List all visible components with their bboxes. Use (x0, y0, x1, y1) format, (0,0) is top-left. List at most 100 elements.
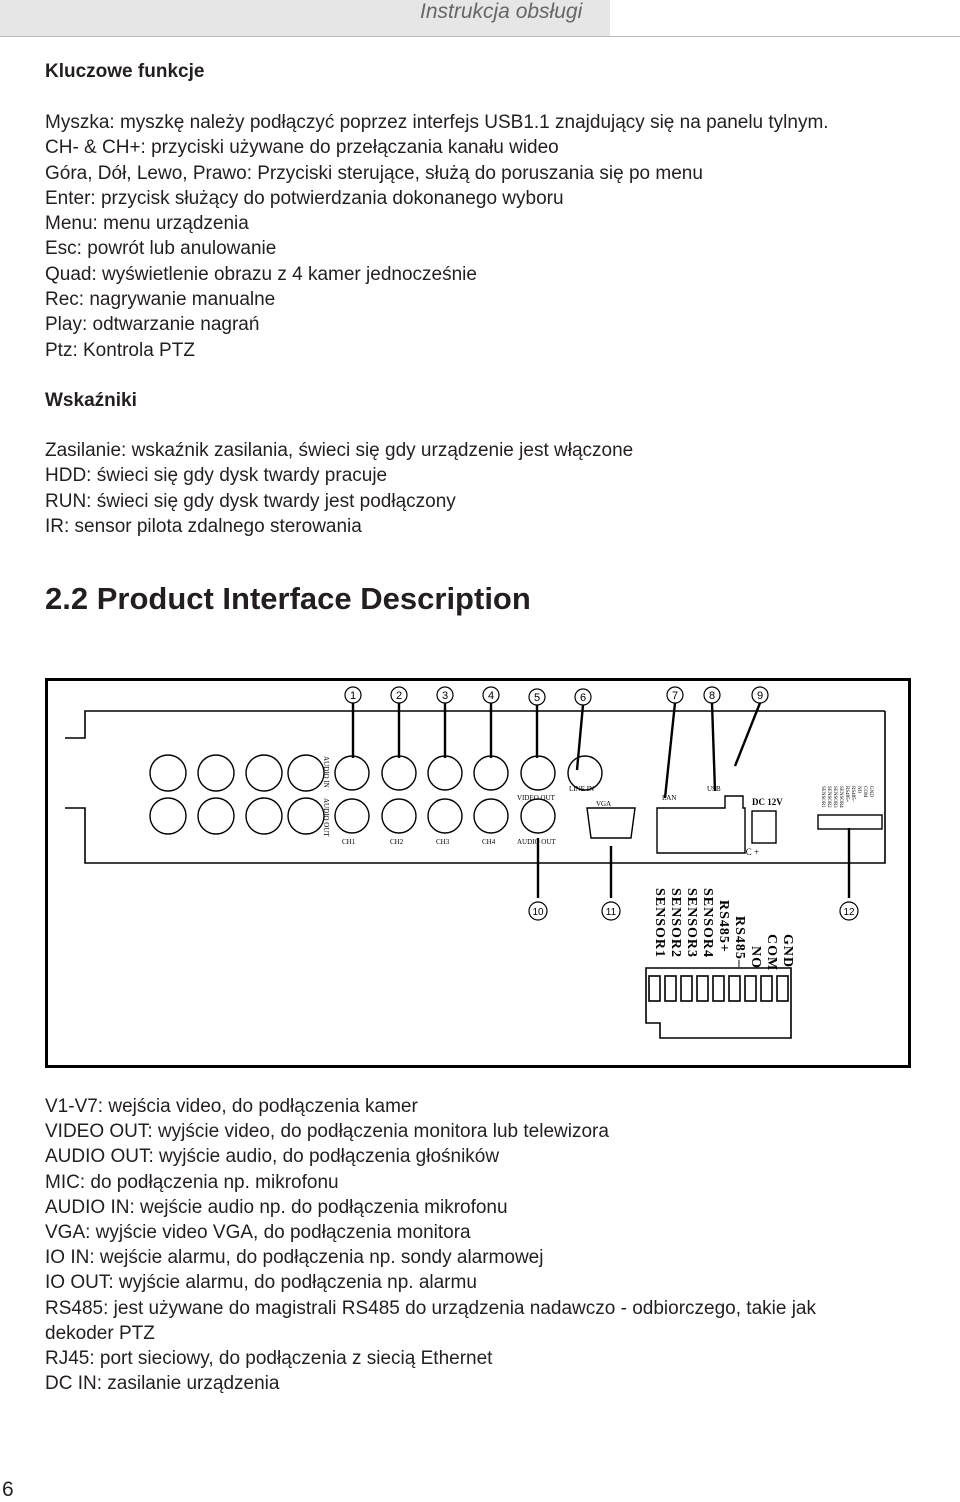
list-item: VGA: wyjście video VGA, do podłączenia m… (45, 1222, 471, 1244)
bnc-connectors (149, 754, 603, 835)
descriptions-list: V1-V7: wejścia video, do podłączenia kam… (45, 1094, 816, 1396)
callout-marker (436, 686, 454, 704)
callout-number: 4 (488, 690, 494, 702)
callout-marker (751, 686, 769, 704)
polarity-label: – C + (738, 847, 759, 857)
bnc-connector (197, 754, 235, 792)
terminal-label: RS485+ (716, 900, 731, 953)
list-item: IO IN: wejście alarmu, do podłączenia np… (45, 1247, 544, 1269)
terminal-label: GND (780, 934, 795, 968)
small-terminal-label: GND (868, 786, 873, 797)
terminal-slot (648, 975, 661, 1002)
callout-number: 5 (534, 692, 540, 704)
bnc-connector (381, 798, 417, 834)
terminal-label: SENSOR2 (668, 888, 683, 958)
list-item: AUDIO IN: wejście audio np. do podłączen… (45, 1196, 508, 1218)
callout-marker (390, 686, 408, 704)
header-rule (0, 36, 960, 37)
callout-number: 2 (396, 690, 402, 702)
audio-out-side-label: AUDIO OUT (322, 798, 330, 837)
bnc-connector (334, 798, 370, 834)
list-item: V1-V7: wejścia video, do podłączenia kam… (45, 1096, 418, 1117)
bnc-connector (427, 798, 463, 834)
list-item: dekoder PTZ (45, 1322, 155, 1344)
header-title: Instrukcja obsługi (420, 0, 583, 23)
bnc-connector (567, 755, 603, 791)
callout-marker (703, 686, 721, 704)
callout-arrows (351, 702, 851, 898)
callout-number: 11 (606, 907, 617, 918)
list-item: Myszka: myszkę należy podłączyć poprzez … (45, 112, 829, 133)
bnc-connector (520, 755, 556, 791)
list-item: RJ45: port sieciowy, do podłączenia z si… (45, 1348, 493, 1370)
callout-arrow (575, 704, 585, 771)
list-item: IO OUT: wyjście alarmu, do podłączenia n… (45, 1272, 477, 1294)
terminal-label: RS485– (732, 916, 747, 968)
list-item: HDD: świeci się gdy dysk twardy pracuje (45, 465, 388, 487)
terminal-slot (680, 975, 693, 1002)
bnc-connector (149, 754, 187, 792)
list-item: Quad: wyświetlenie obrazu z 4 kamer jedn… (45, 263, 477, 285)
list-item: RS485: jest używane do magistrali RS485 … (45, 1297, 816, 1319)
terminal-slot (744, 975, 757, 1002)
vga-port (586, 807, 636, 839)
panel-outline-bottom (65, 711, 886, 864)
terminal-block (645, 967, 792, 1039)
terminal-label: NO (748, 946, 763, 969)
bnc-connector (245, 797, 283, 835)
bnc-connector (287, 754, 325, 792)
terminal-label: COM (764, 934, 779, 971)
callout-number: 8 (709, 690, 715, 702)
small-terminal-label: RS485– (850, 786, 855, 803)
callout-marker (601, 901, 621, 921)
small-terminal-label: SENSOR4 (838, 786, 843, 808)
small-terminal-label: NO (856, 786, 861, 794)
terminal-slot (696, 975, 709, 1002)
list-item: DC IN: zasilanie urządzenia (45, 1373, 280, 1395)
terminal-slot (664, 975, 677, 1002)
list-item: IR: sensor pilota zdalnego sterowania (45, 515, 362, 537)
bnc-connector (473, 798, 509, 834)
callout-number: 10 (532, 907, 544, 918)
bnc-connector (197, 797, 235, 835)
list-item: RUN: świeci się gdy dysk twardy jest pod… (45, 490, 456, 512)
rear-panel-diagram: AUDIO IN AUDIO OUT VIDEO OUT AUDIO OUT L… (45, 678, 911, 1068)
small-terminal-label: COM (862, 786, 867, 798)
small-terminal-label: RS485+ (844, 786, 849, 803)
lan-port (656, 795, 746, 854)
callout-marker (344, 686, 362, 704)
terminal-slot (760, 975, 773, 1002)
bnc-connector (334, 755, 370, 791)
list-item: Ptz: Kontrola PTZ (45, 339, 195, 361)
list-item: Play: odtwarzanie nagrań (45, 314, 260, 336)
indicators-list: Zasilanie: wskaźnik zasilania, świeci si… (45, 438, 633, 539)
terminal-label: SENSOR4 (700, 888, 715, 958)
bnc-connector (427, 755, 463, 791)
video-out-label: VIDEO OUT (517, 794, 556, 802)
bnc-connector (520, 798, 556, 834)
callout-marker (528, 688, 546, 706)
callout-marker (666, 686, 684, 704)
terminal-slot (728, 975, 741, 1002)
terminal-label: SENSOR1 (652, 888, 667, 958)
list-item: Rec: nagrywanie manualne (45, 289, 276, 311)
terminal-slot (776, 975, 789, 1002)
channel-label: CH3 (436, 838, 450, 846)
list-item: VIDEO OUT: wyjście video, do podłączenia… (45, 1121, 609, 1143)
list-item: Zasilanie: wskaźnik zasilania, świeci si… (45, 440, 634, 461)
terminal-block-small (817, 814, 883, 830)
bnc-connector (381, 755, 417, 791)
lan-label: LAN (662, 794, 676, 802)
callout-marker (839, 901, 859, 921)
callout-marker (574, 688, 592, 706)
page-number: 6 (2, 1478, 14, 1501)
callout-number: 6 (580, 692, 586, 704)
diagram-frame (45, 678, 911, 1068)
audio-in-label: AUDIO IN (322, 756, 330, 788)
callout-arrow (710, 702, 717, 792)
list-item: CH- & CH+: przyciski używane do przełącz… (45, 137, 559, 159)
dc-label: DC 12V (752, 797, 783, 807)
bnc-connector (245, 754, 283, 792)
callout-marker (482, 686, 500, 704)
list-item: MIC: do podłączenia np. mikrofonu (45, 1171, 339, 1193)
